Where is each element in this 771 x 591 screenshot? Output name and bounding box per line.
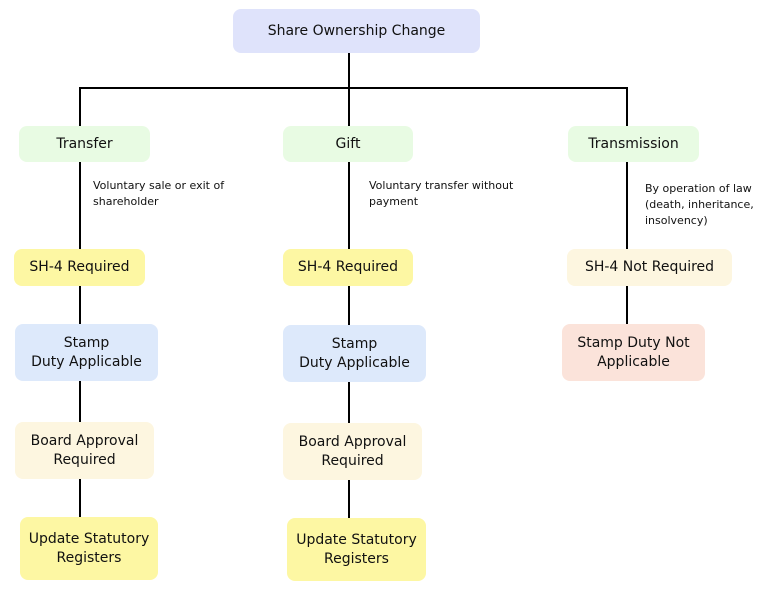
note-transfer: Voluntary sale or exit of shareholder [93, 178, 263, 210]
connector-transmission-column [626, 162, 628, 325]
connector-transfer-down [79, 87, 81, 127]
transmission-sh4-not-required: SH-4 Not Required [567, 249, 732, 286]
branch-gift: Gift [283, 126, 413, 162]
connector-gift-down [348, 87, 350, 127]
transfer-update-registers: Update Statutory Registers [20, 517, 158, 580]
root-node: Share Ownership Change [233, 9, 480, 53]
transfer-board-approval: Board Approval Required [15, 422, 154, 479]
gift-update-registers: Update Statutory Registers [287, 518, 426, 581]
connector-horizontal [79, 87, 627, 89]
transmission-stamp-duty-not-applicable: Stamp Duty Not Applicable [562, 324, 705, 381]
branch-transmission: Transmission [568, 126, 699, 162]
gift-stamp-duty-applicable: Stamp Duty Applicable [283, 325, 426, 382]
note-transmission: By operation of law (death, inheritance,… [645, 182, 754, 227]
connector-transmission-down [626, 87, 628, 127]
branch-transfer: Transfer [19, 126, 150, 162]
note-gift: Voluntary transfer without payment [369, 178, 539, 210]
transfer-stamp-duty-applicable: Stamp Duty Applicable [15, 324, 158, 381]
gift-board-approval: Board Approval Required [283, 423, 422, 480]
connector-root-down [348, 53, 350, 88]
transfer-sh4-required: SH-4 Required [14, 249, 145, 286]
gift-sh4-required: SH-4 Required [283, 249, 413, 286]
